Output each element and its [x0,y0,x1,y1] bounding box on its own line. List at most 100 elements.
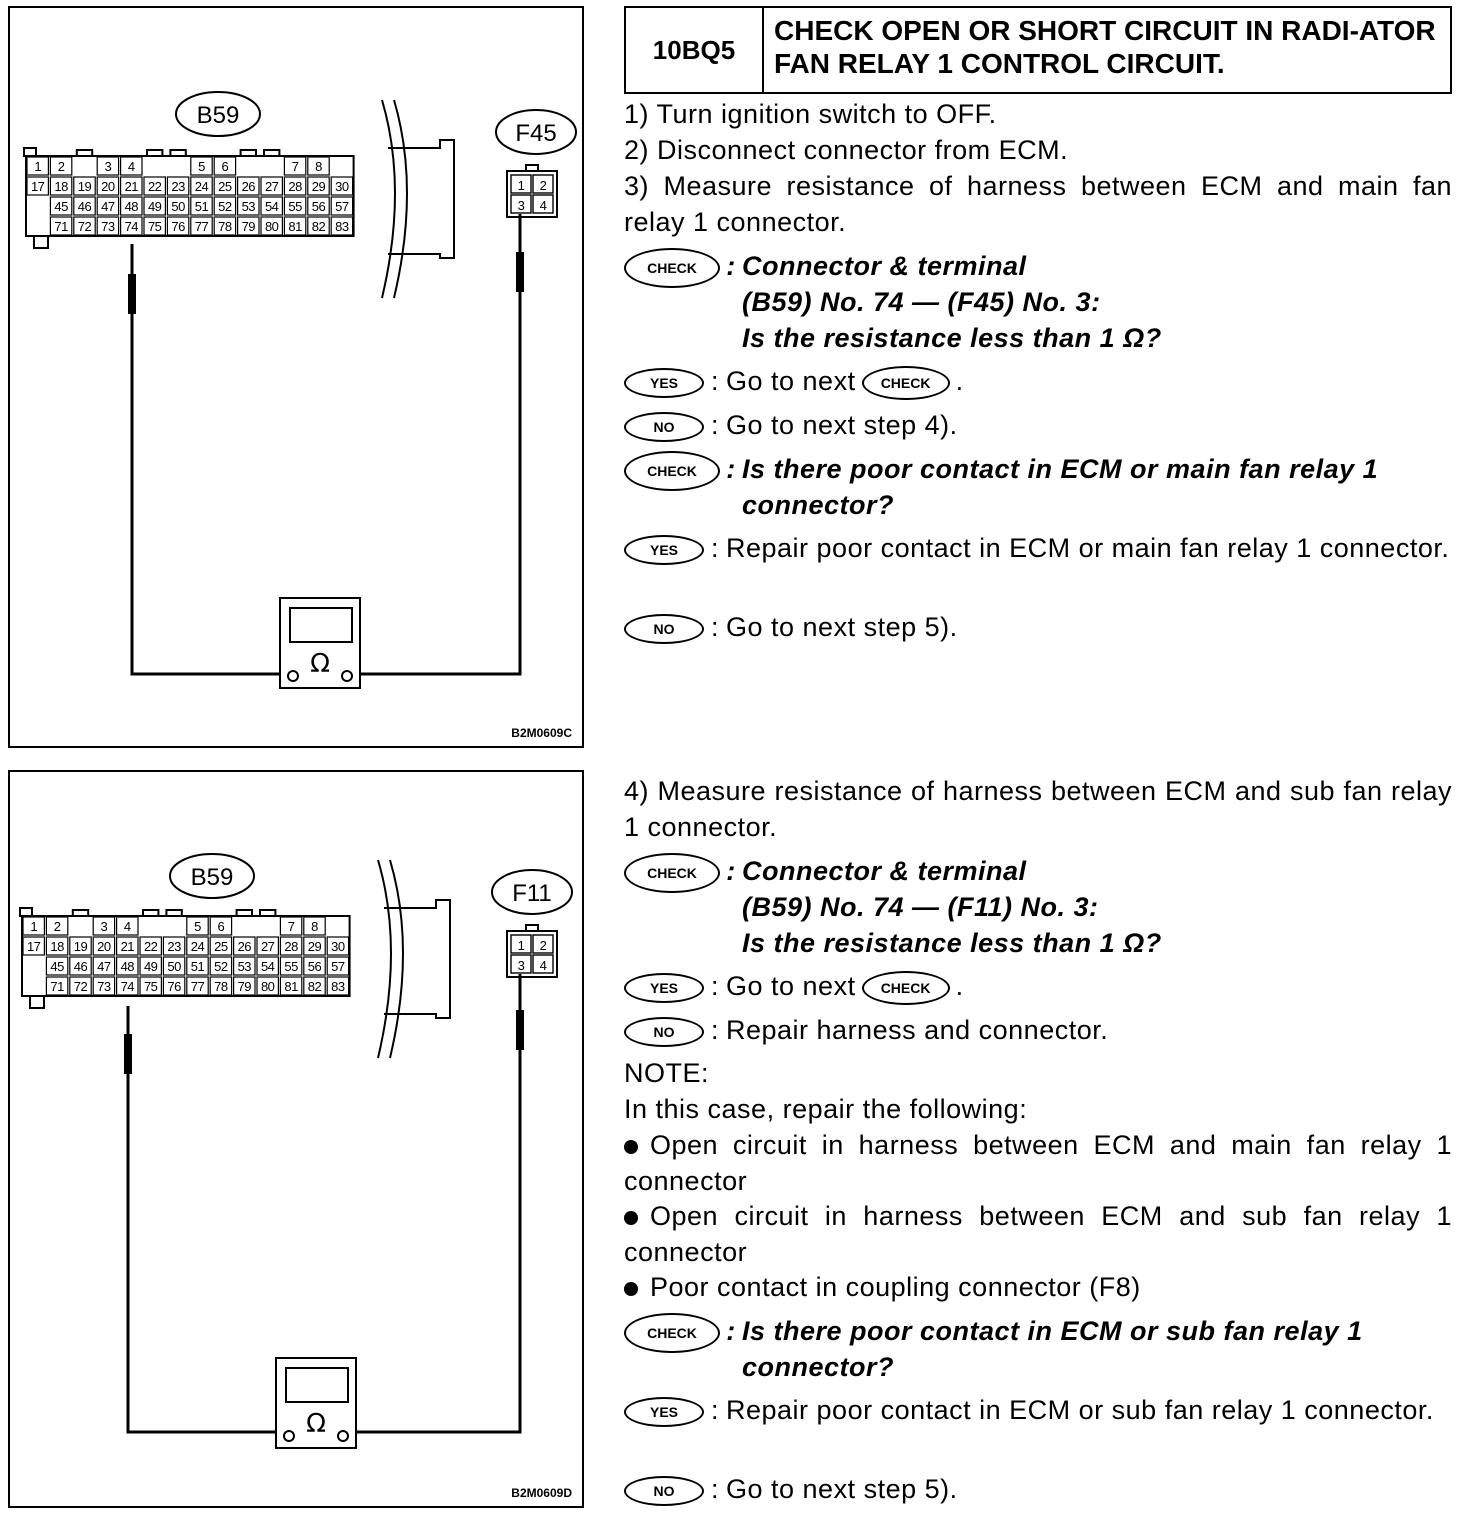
check-line: (B59) No. 74 — (F45) No. 3: [742,287,1101,317]
relay-pin-cell [532,934,554,954]
test-lead-ecm [130,244,286,676]
colon: : [710,612,719,642]
relay-pin-number: 1 [518,938,525,953]
ecm-key [259,909,277,916]
ecm-pin-cell [233,936,256,956]
ecm-pin-cell [186,936,209,956]
ecm-pin-cell [92,936,116,956]
ecm-tab [23,147,37,157]
ecm-pin-cell [73,196,96,216]
test-lead-relay [348,974,522,1434]
ecm-pin-cell [119,216,143,236]
ecm-pin-cell [303,916,326,936]
relay-pin-number: 4 [540,958,547,973]
relay-pin-number: 3 [518,198,525,213]
bullet-text: Open circuit in harness between ECM and … [624,1201,1452,1267]
ecm-body [25,155,355,237]
ecm-pin-cell [69,936,92,956]
relay-connector-label: F45 [515,120,556,147]
check-2: CHECK : Is there poor contact in ECM or … [624,451,1452,523]
ecm-pin-cell [143,196,166,216]
yes-badge: YES [624,535,704,565]
ecm-pin-cell [237,216,260,236]
ecm-pin-cell [307,156,330,176]
ecm-pin-number: 5 [198,159,205,174]
ecm-pin-cell [49,216,73,236]
no-answer: Go to next step 5). [726,612,958,642]
test-lead-relay [352,214,522,676]
colon: : [710,533,719,563]
ecm-pin-cell [45,936,69,956]
relay-pin-cell [510,934,532,954]
relay-pin-number: 4 [540,198,547,213]
ecm-pin-number: 82 [308,979,322,994]
no-badge: NO [624,614,704,644]
ecm-pin-number: 50 [167,959,181,974]
ecm-pin-number: 81 [284,979,298,994]
ecm-pin-cell [22,936,45,956]
note-bullet: Open circuit in harness between ECM and … [624,1198,1452,1270]
relay-connector-label: F11 [512,880,552,907]
ecm-pin-cell [96,176,120,196]
ecm-pin-cell [115,956,139,976]
yes-4: YES : Repair poor contact in ECM or sub … [624,1392,1452,1428]
ecm-pin-number: 47 [97,959,111,974]
relay-pin-cell [532,954,554,974]
colon: : [726,251,736,281]
yes-2: YES : Repair poor contact in ECM or main… [624,530,1452,566]
check-badge: CHECK [861,365,950,400]
colon: : [710,410,719,440]
ecm-pin-number: 45 [50,959,64,974]
ecm-pin-number: 21 [125,179,139,194]
ecm-pin-cell [190,196,213,216]
ecm-pin-number: 46 [74,959,88,974]
ecm-pin-cell [303,956,326,976]
ecm-pin-number: 48 [121,959,135,974]
instruction-1: 1) Turn ignition switch to OFF. [624,99,997,129]
ecm-pin-number: 53 [242,199,256,214]
colon: : [710,971,719,1001]
ecm-pin-cell [279,936,303,956]
ecm-pin-number: 26 [242,179,256,194]
check-1: CHECK : Connector & terminal (B59) No. 7… [624,248,1452,356]
note-intro: In this case, repair the following: [624,1094,1028,1124]
harness-break-line [393,99,408,299]
ecm-pin-cell [233,976,256,996]
no-answer: Go to next step 4). [726,410,958,440]
ecm-pin-cell [162,976,186,996]
ecm-pin-number: 80 [261,979,275,994]
yes-answer: Repair poor contact in ECM or sub fan re… [726,1395,1434,1425]
b59-label-bubble [169,853,255,899]
ohm-symbol: Ω [306,1409,326,1439]
answer-text: Go to next [726,366,856,396]
ecm-pin-number: 1 [34,159,41,174]
bullet-text: Open circuit in harness between ECM and … [624,1130,1452,1196]
ecm-pin-cell [303,936,326,956]
check-line: Is the resistance less than 1 Ω? [742,323,1162,353]
ecm-pin-cell [283,216,307,236]
ecm-pin-cell [213,216,237,236]
ecm-pin-cell [303,976,326,996]
ecm-connector-label: B59 [191,864,234,891]
meter-terminal [341,670,353,682]
ecm-key [239,149,257,156]
ecm-pin-number: 27 [261,939,275,954]
ohmmeter-display [285,1367,349,1403]
ecm-pin-cell [326,976,350,996]
check-question: Is there poor contact in ECM or main fan… [742,454,1379,520]
ecm-pin-number: 78 [218,219,232,234]
ecm-pin-number: 24 [191,939,205,954]
ecm-pin-cell [115,976,139,996]
ecm-pin-cell [92,976,116,996]
ecm-pin-number: 19 [74,939,88,954]
ecm-pin-cell [45,916,69,936]
ecm-pin-number: 47 [101,199,115,214]
ecm-pin-number: 75 [144,979,158,994]
ecm-pin-number: 29 [308,939,322,954]
probe-tip [128,274,136,314]
ecm-pin-number: 76 [167,979,181,994]
